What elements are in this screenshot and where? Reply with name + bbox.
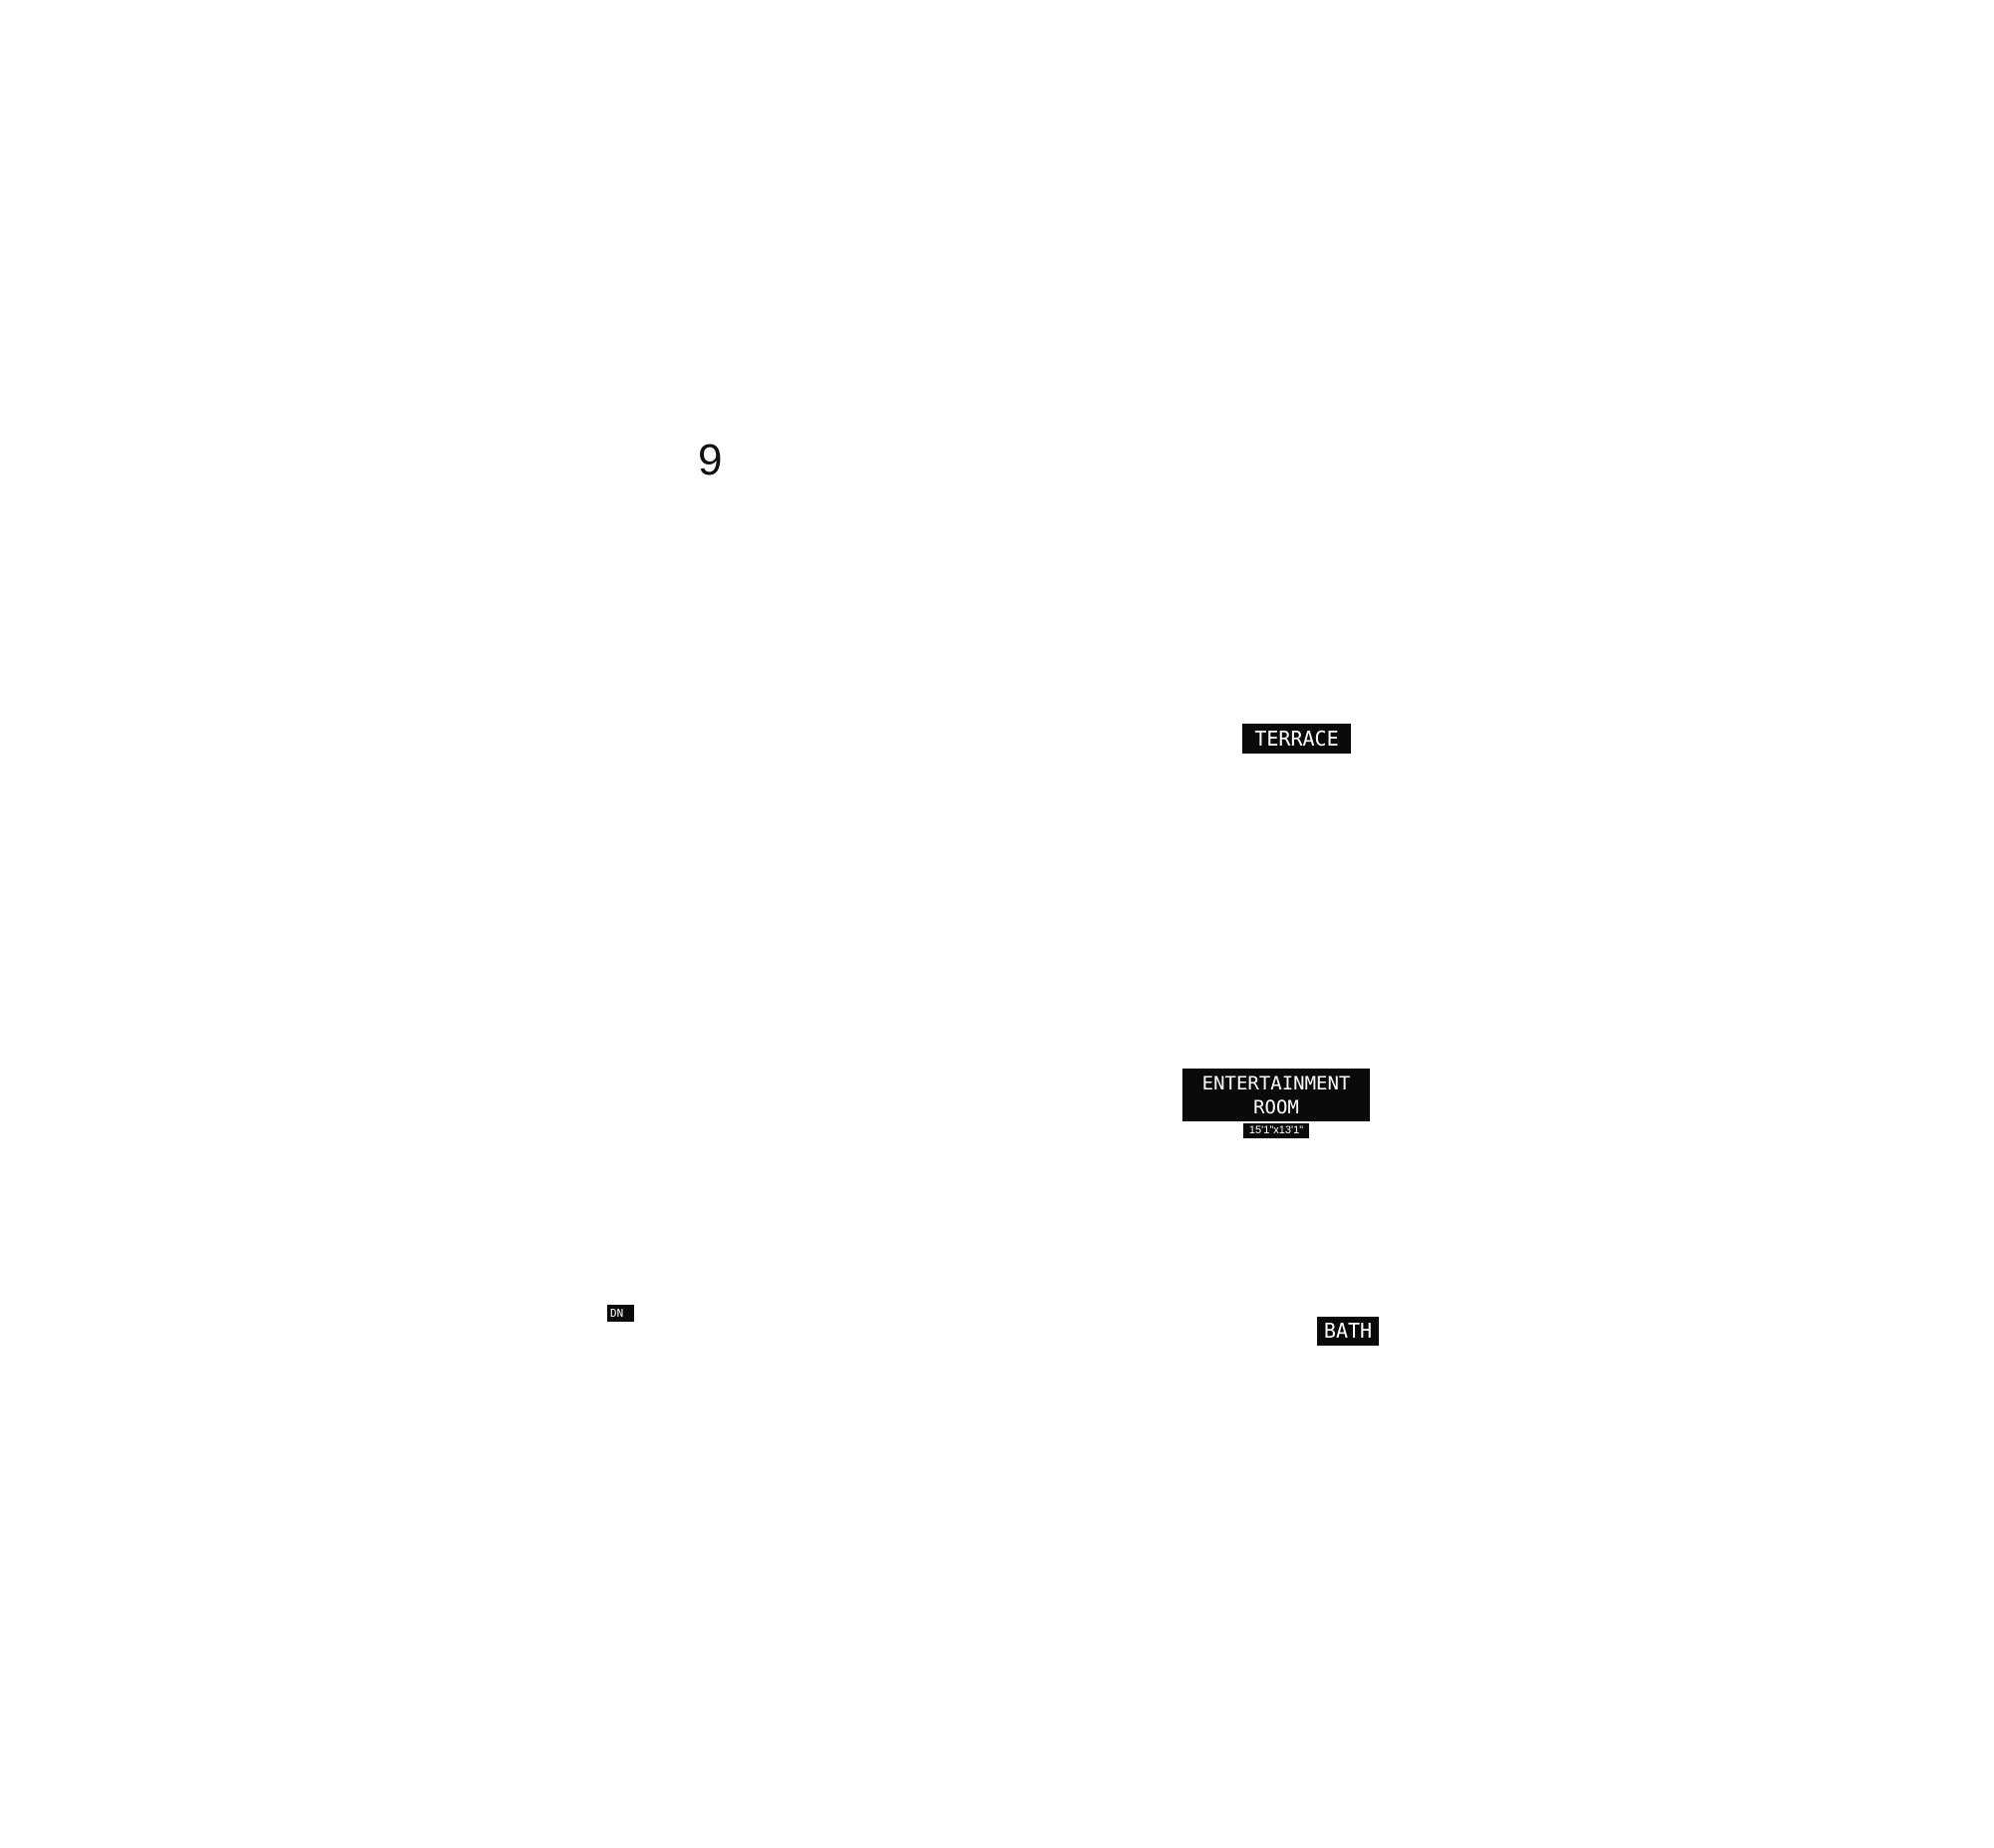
entertainment-room-dimensions: 15'1"x13'1" xyxy=(1243,1123,1309,1138)
page-number: 9 xyxy=(698,436,723,484)
entertainment-room-label-line1: ENTERTAINMENT xyxy=(1201,1073,1351,1094)
bath-label: BATH xyxy=(1317,1317,1379,1346)
terrace-label: TERRACE xyxy=(1242,724,1351,754)
entertainment-room-label-line2: ROOM xyxy=(1253,1096,1299,1118)
entertainment-room-label: ENTERTAINMENT ROOM xyxy=(1182,1069,1370,1121)
stairs-down-label: DN xyxy=(607,1305,634,1322)
